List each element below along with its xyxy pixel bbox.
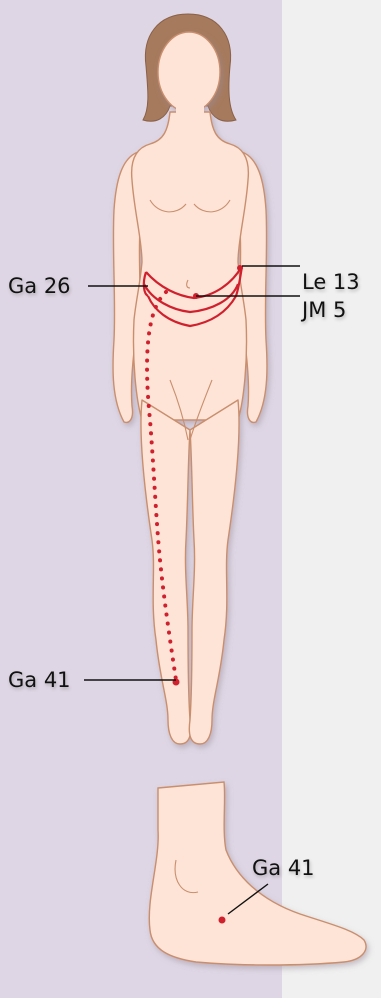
body-silhouette (113, 32, 267, 744)
label-jm5: JM 5 (302, 298, 346, 322)
label-ga41-foot: Ga 41 (252, 856, 315, 880)
label-le13: Le 13 (302, 270, 360, 294)
label-ga41-leg: Ga 41 (8, 668, 71, 692)
label-ga26: Ga 26 (8, 274, 71, 298)
point-ga41-foot (219, 917, 226, 924)
